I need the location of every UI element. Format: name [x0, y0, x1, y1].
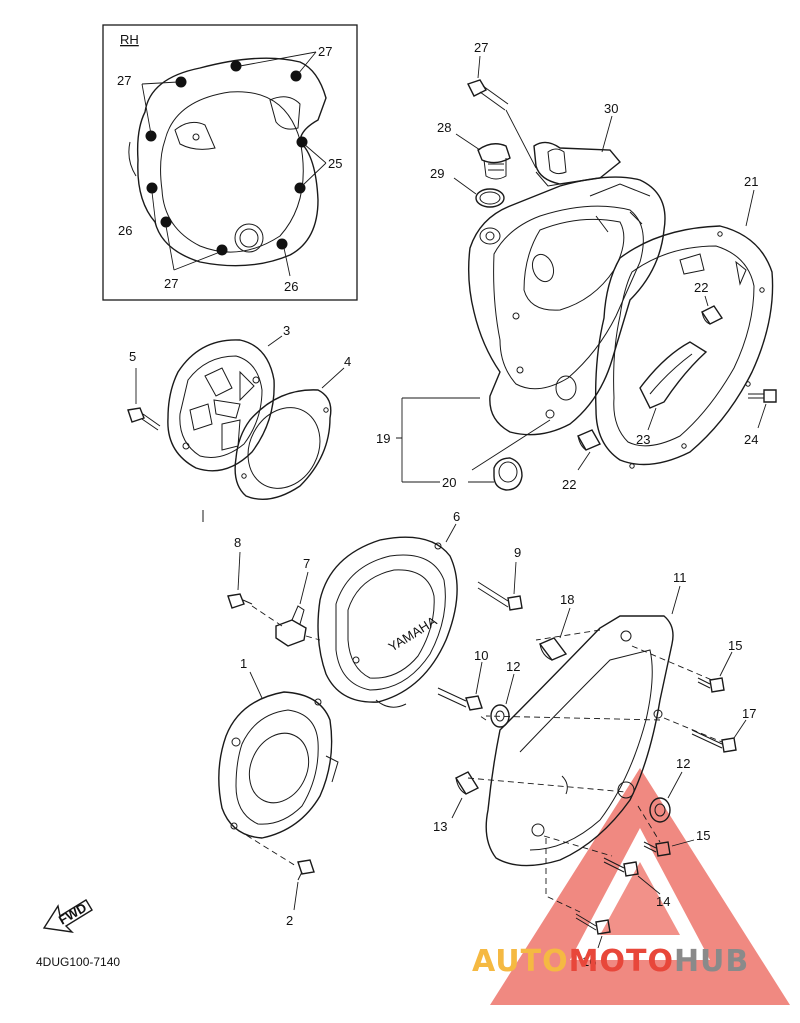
- part-9-bolt: 9: [477, 545, 523, 611]
- callout-14: 14: [656, 894, 670, 909]
- watermark-triangle-icon: [490, 768, 790, 1005]
- callout-22-lower: 22: [562, 477, 576, 492]
- callout-15-upper: 15: [728, 638, 742, 653]
- callout-30: 30: [604, 101, 618, 116]
- cover-brand: YAMAHA: [386, 613, 440, 654]
- part-7-clamp: 7: [275, 556, 321, 647]
- callout-4: 4: [344, 354, 351, 369]
- alignment-lines: [467, 645, 723, 913]
- part-14-bolt: 14: [603, 857, 670, 909]
- callout-1: 1: [240, 656, 247, 671]
- callout-2: 2: [286, 913, 293, 928]
- part-22-dowel-lower: 22: [562, 429, 601, 492]
- watermark-logo: AUTOMOTOHUB: [472, 944, 749, 979]
- callout-21: 21: [744, 174, 758, 189]
- callout-7: 7: [303, 556, 310, 571]
- watermark-hub: HUB: [674, 944, 749, 979]
- part-27-bolt: 27: [467, 40, 537, 169]
- callout-25: 25: [328, 156, 342, 171]
- callout-18: 18: [560, 592, 574, 607]
- part-30-bracket: 30: [533, 101, 621, 187]
- part-15-bolt-lower: 15: [643, 828, 710, 857]
- part-2-bolt: 2: [286, 859, 315, 928]
- callout-28: 28: [437, 120, 451, 135]
- callout-27-inset-a: 27: [117, 73, 131, 88]
- part-1-cover: 1: [218, 656, 339, 867]
- callout-16: 16: [582, 954, 596, 969]
- part-29-o-ring: 29: [430, 166, 505, 208]
- callout-27-inset-b: 27: [318, 44, 332, 59]
- part-19-crankcase-cover: [467, 176, 666, 436]
- callout-19: 19: [376, 431, 390, 446]
- part-23-guide: 23: [636, 341, 708, 447]
- part-18-dowel: 18: [538, 592, 574, 661]
- watermark-moto: MOTO: [569, 944, 674, 979]
- callout-3: 3: [283, 323, 290, 338]
- part-12-collar-right: 12: [649, 756, 690, 823]
- part-3-plate: 3: [167, 323, 290, 472]
- callout-9: 9: [514, 545, 521, 560]
- callout-24: 24: [744, 432, 758, 447]
- part-21-gasket: 21: [594, 174, 774, 469]
- callout-20: 20: [442, 475, 456, 490]
- callout-22-upper: 22: [694, 280, 708, 295]
- part-13-dowel: 13: [433, 771, 480, 834]
- callout-11: 11: [673, 570, 687, 585]
- callout-6: 6: [453, 509, 460, 524]
- callout-5: 5: [129, 349, 136, 364]
- callout-8: 8: [234, 535, 241, 550]
- watermark-auto: AUTO: [472, 944, 569, 979]
- part-8-bolt: 8: [227, 535, 283, 627]
- part-20-collar: [493, 457, 523, 491]
- callout-29: 29: [430, 166, 444, 181]
- inset-label: RH: [120, 32, 139, 47]
- part-5-bolt: 5: [127, 349, 161, 431]
- part-22-dowel-upper: 22: [694, 280, 724, 325]
- part-15-bolt-upper: 15: [697, 638, 742, 693]
- callout-15-lower: 15: [696, 828, 710, 843]
- callout-12-right: 12: [676, 756, 690, 771]
- callout-13: 13: [433, 819, 447, 834]
- part-28-oil-filler-cap: 28: [437, 120, 511, 180]
- rh-inset-panel: RH 27 27 25 26 27 26: [102, 24, 358, 301]
- svg-text:AUTOMOTOHUB: AUTOMOTOHUB: [472, 944, 749, 979]
- part-4-gasket: 4: [234, 354, 351, 500]
- callout-27-top: 27: [474, 40, 488, 55]
- callout-26-inset-b: 26: [284, 279, 298, 294]
- part-16-bolt: 16: [575, 913, 611, 969]
- fwd-label: FWD: [56, 900, 89, 928]
- callout-27-inset-c: 27: [164, 276, 178, 291]
- callout-12-left: 12: [506, 659, 520, 674]
- callout-26-inset-a: 26: [118, 223, 132, 238]
- callout-17: 17: [742, 706, 756, 721]
- part-11-sprocket-cover: 11: [479, 570, 687, 867]
- part-24-bolt: 24: [744, 389, 777, 447]
- part-10-bolt: 10: [437, 648, 488, 711]
- fwd-arrow-icon: FWD: [42, 899, 93, 933]
- callout-19-bracket: 19 20: [376, 397, 551, 490]
- part-code: 4DUG100-7140: [36, 955, 120, 969]
- callout-23: 23: [636, 432, 650, 447]
- part-17-bolt: 17: [691, 706, 756, 753]
- callout-10: 10: [474, 648, 488, 663]
- part-6-cover: YAMAHA 6: [317, 509, 460, 708]
